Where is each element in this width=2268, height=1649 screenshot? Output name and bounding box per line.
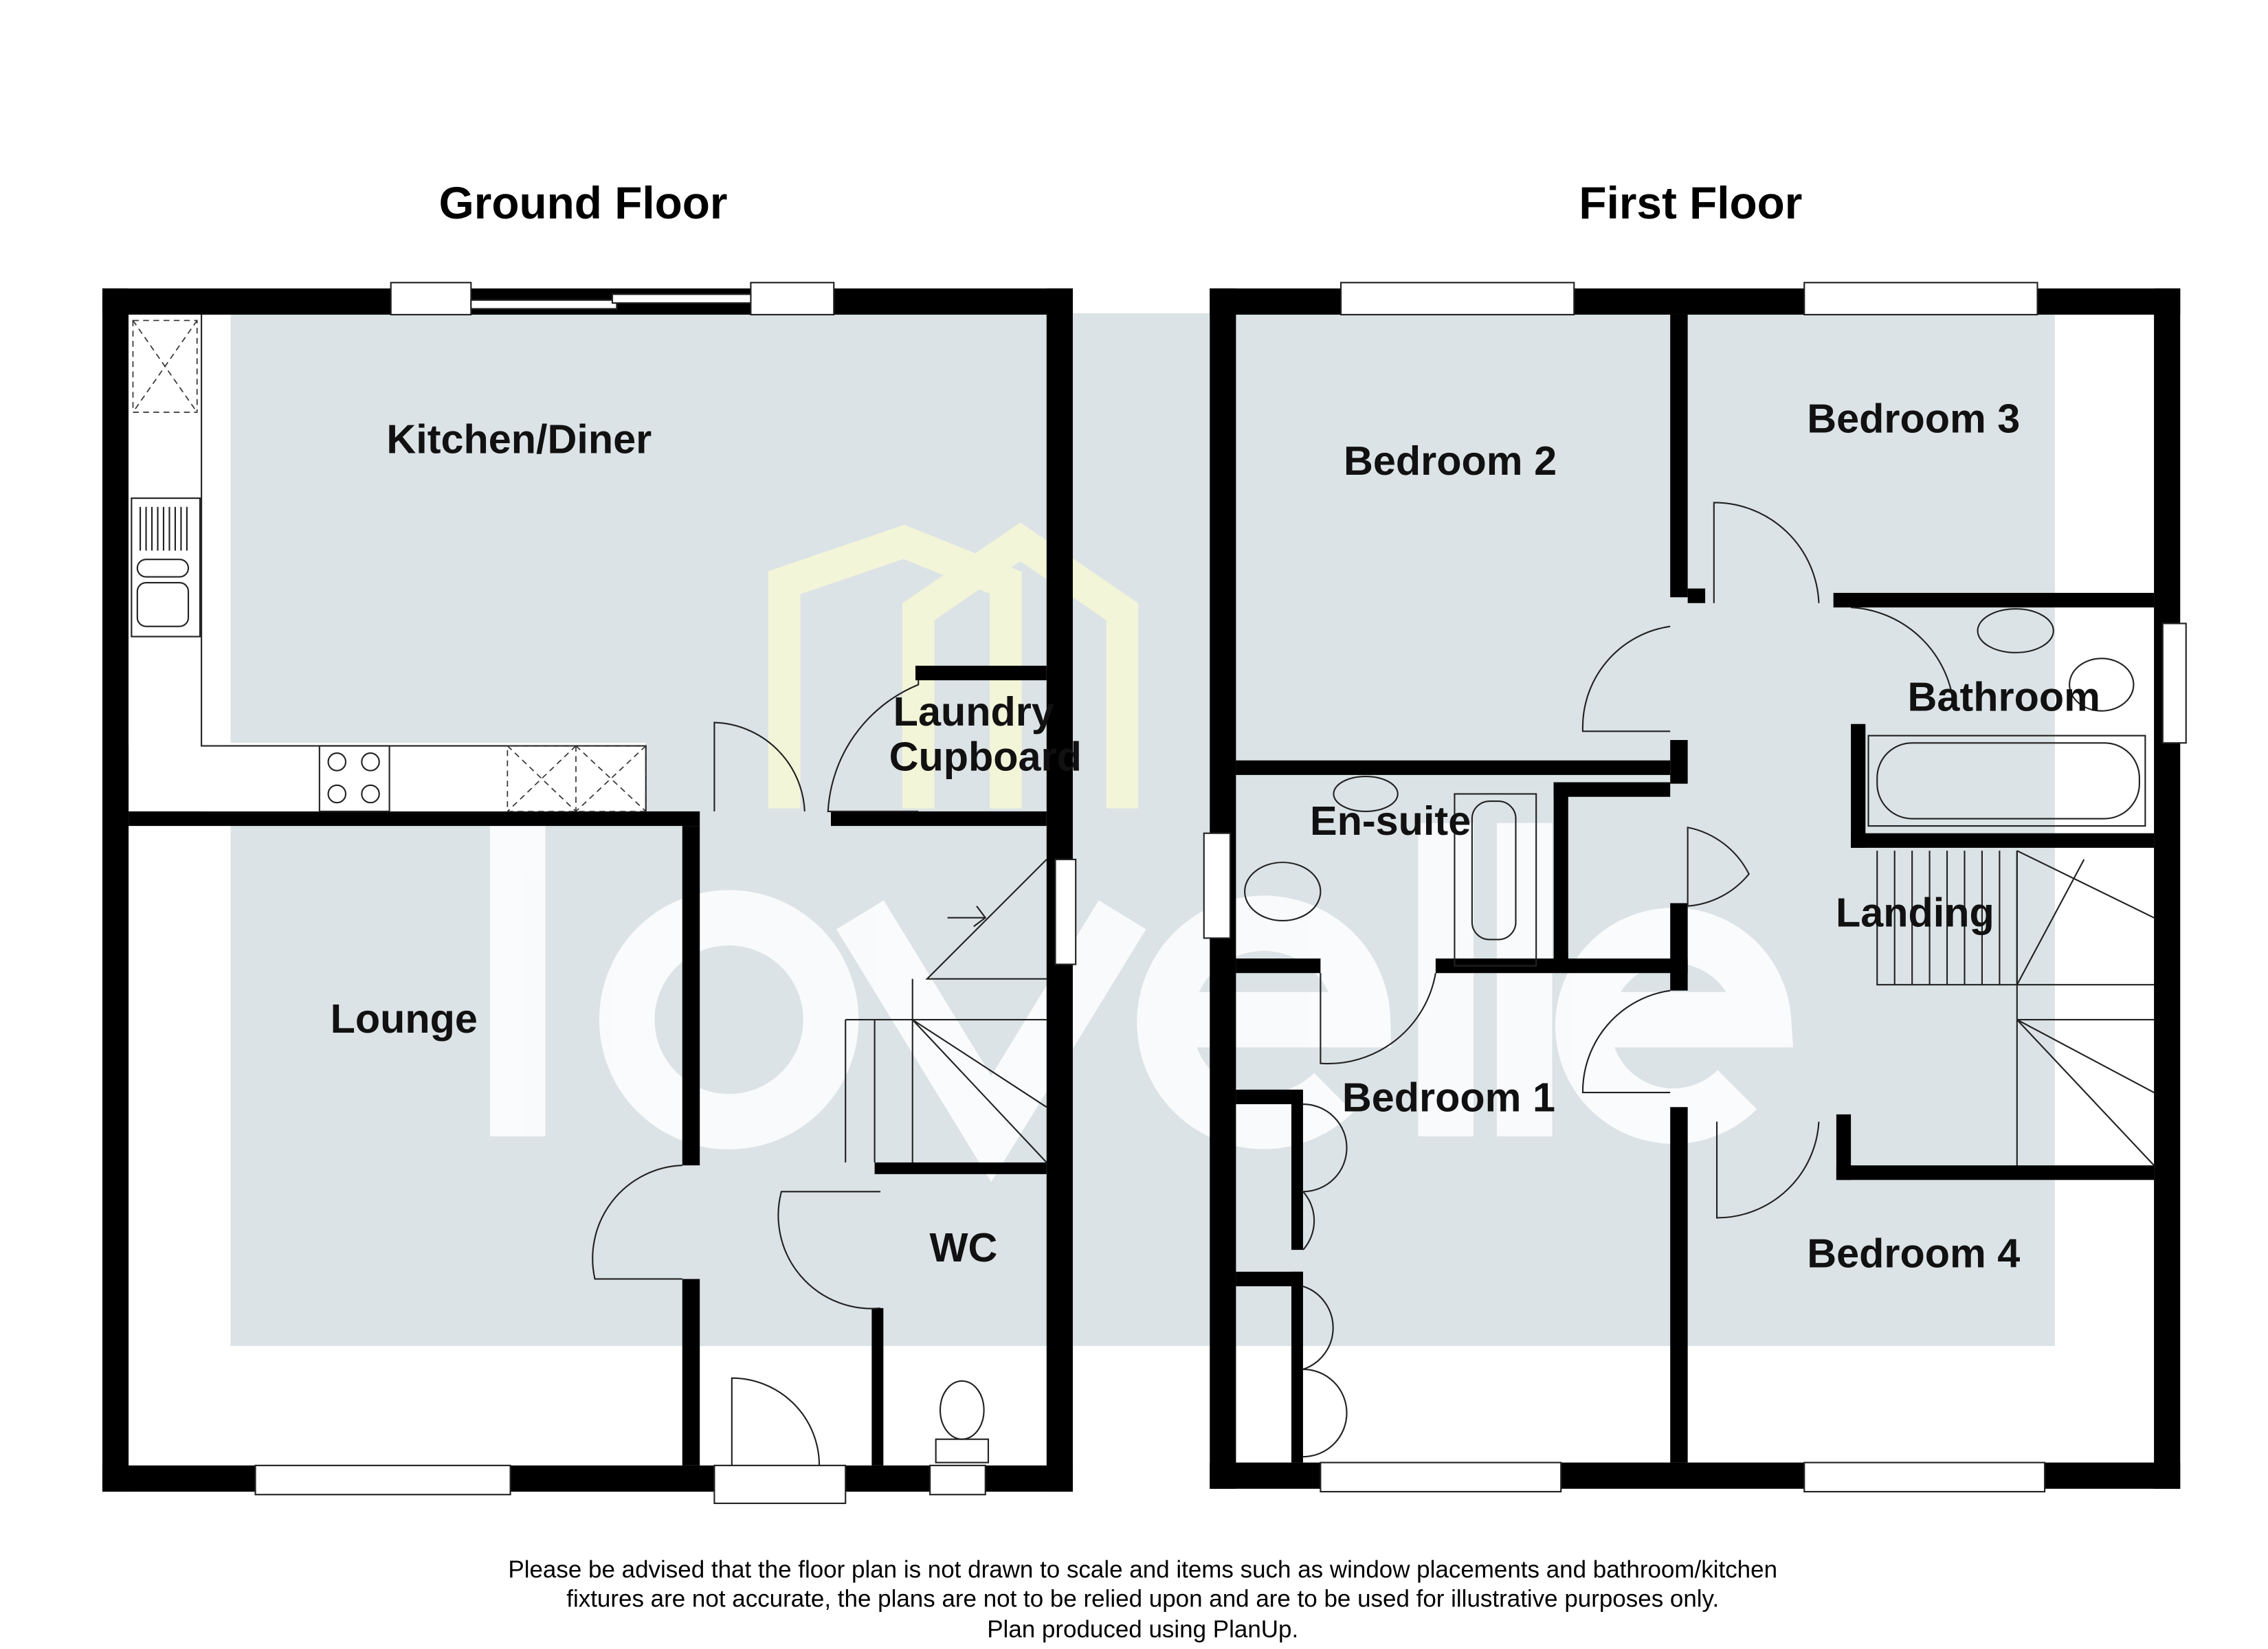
room-bedroom-1: Bedroom 1 xyxy=(1342,1075,1555,1121)
room-bedroom-2: Bedroom 2 xyxy=(1344,438,1557,484)
room-bathroom: Bathroom xyxy=(1908,674,2100,720)
first-floor-walls xyxy=(1210,288,2181,1489)
disclaimer-line-3: Plan produced using PlanUp. xyxy=(987,1616,1298,1643)
toilet-icon xyxy=(2069,658,2135,712)
kitchen-units xyxy=(129,314,647,812)
basin-icon xyxy=(1977,608,2054,653)
first-fixtures xyxy=(1244,608,2146,967)
disclaimer-line-1: Please be advised that the floor plan is… xyxy=(508,1556,1777,1583)
first-stairs xyxy=(1876,850,2155,1166)
room-cupboard: Cupboard xyxy=(889,734,1082,780)
room-laundry: Laundry xyxy=(893,688,1054,734)
ground-floor-title: Ground Floor xyxy=(439,178,728,228)
toilet-icon xyxy=(939,1380,985,1440)
sink-icon xyxy=(136,581,190,627)
room-landing: Landing xyxy=(1836,889,1994,935)
first-floor-title: First Floor xyxy=(1579,178,1802,228)
ground-windows xyxy=(254,282,1077,1505)
watermark-wordmark xyxy=(489,822,1794,1182)
shower-icon xyxy=(1454,793,1537,967)
room-lounge: Lounge xyxy=(331,996,478,1042)
hob-icon xyxy=(318,745,390,812)
room-wc: WC xyxy=(929,1224,997,1270)
toilet-icon xyxy=(1244,862,1322,921)
disclaimer-line-2: fixtures are not accurate, the plans are… xyxy=(566,1586,1719,1613)
room-bedroom-4: Bedroom 4 xyxy=(1807,1231,2020,1277)
room-en-suite: En-suite xyxy=(1310,798,1471,844)
room-kitchen-diner: Kitchen/Diner xyxy=(386,416,652,462)
ground-stairs xyxy=(845,859,1047,1163)
first-windows xyxy=(1203,282,2187,1493)
ground-doors xyxy=(592,680,920,1466)
basin-icon xyxy=(1333,775,1399,812)
first-doors xyxy=(1301,502,1954,1458)
bath-icon xyxy=(1867,734,2146,827)
room-bedroom-3: Bedroom 3 xyxy=(1807,396,2020,442)
